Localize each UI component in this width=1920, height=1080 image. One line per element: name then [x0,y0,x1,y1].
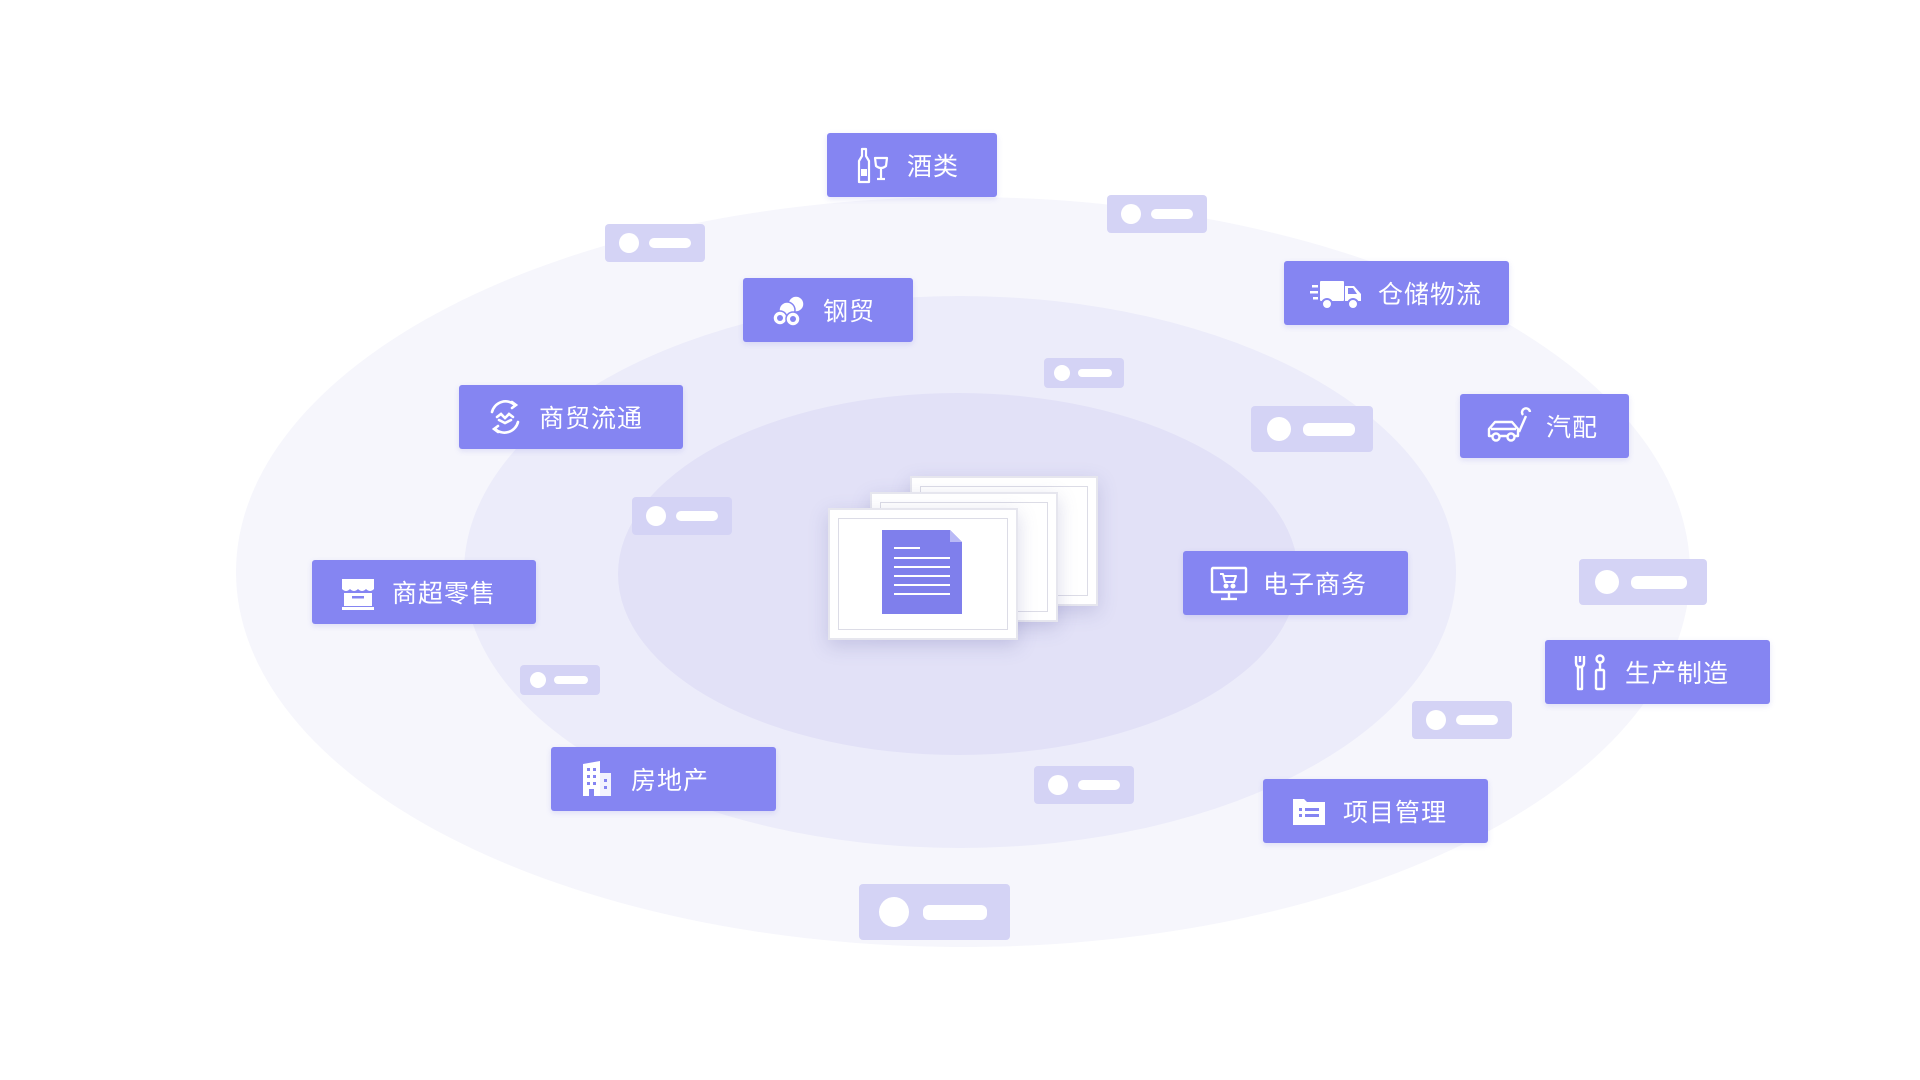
category-label: 汽配 [1546,413,1599,442]
category-trade[interactable]: 商贸流通 [459,385,683,449]
liquor-bottle-glass-icon [853,145,893,185]
category-project-management[interactable]: 项目管理 [1263,779,1488,843]
folder-list-icon [1289,791,1329,831]
delivery-truck-icon [1310,273,1364,313]
placeholder-pill [1044,358,1124,388]
category-label: 生产制造 [1625,659,1730,688]
document-icon [882,530,962,614]
category-label: 商贸流通 [539,404,644,433]
category-label: 仓储物流 [1378,280,1483,309]
placeholder-pill [1251,406,1373,452]
document-stack [828,476,1100,640]
document-sheet [828,508,1018,640]
placeholder-pill [1412,701,1512,739]
category-label: 电子商务 [1263,570,1368,599]
category-label: 房地产 [631,766,710,795]
category-label: 商超零售 [392,579,497,608]
monitor-cart-icon [1209,563,1249,603]
category-real-estate[interactable]: 房地产 [551,747,776,811]
storefront-icon [338,572,378,612]
building-icon [577,759,617,799]
category-manufacturing[interactable]: 生产制造 [1545,640,1770,704]
category-auto-parts[interactable]: 汽配 [1460,394,1629,458]
category-liquor[interactable]: 酒类 [827,133,997,197]
category-ecommerce[interactable]: 电子商务 [1183,551,1408,615]
category-steel[interactable]: 钢贸 [743,278,913,342]
placeholder-pill [1107,195,1207,233]
placeholder-pill [1034,766,1134,804]
placeholder-pill [1579,559,1707,605]
placeholder-pill [520,665,600,695]
trade-cycle-icon [485,397,525,437]
steel-pipes-icon [769,290,809,330]
category-warehouse-logistics[interactable]: 仓储物流 [1284,261,1509,325]
placeholder-pill [605,224,705,262]
car-wrench-icon [1486,406,1532,446]
tools-icon [1571,652,1611,692]
category-label: 项目管理 [1343,798,1448,827]
category-label: 酒类 [907,152,960,181]
placeholder-pill [632,497,732,535]
placeholder-pill [859,884,1010,940]
category-retail[interactable]: 商超零售 [312,560,536,624]
category-label: 钢贸 [823,297,876,326]
